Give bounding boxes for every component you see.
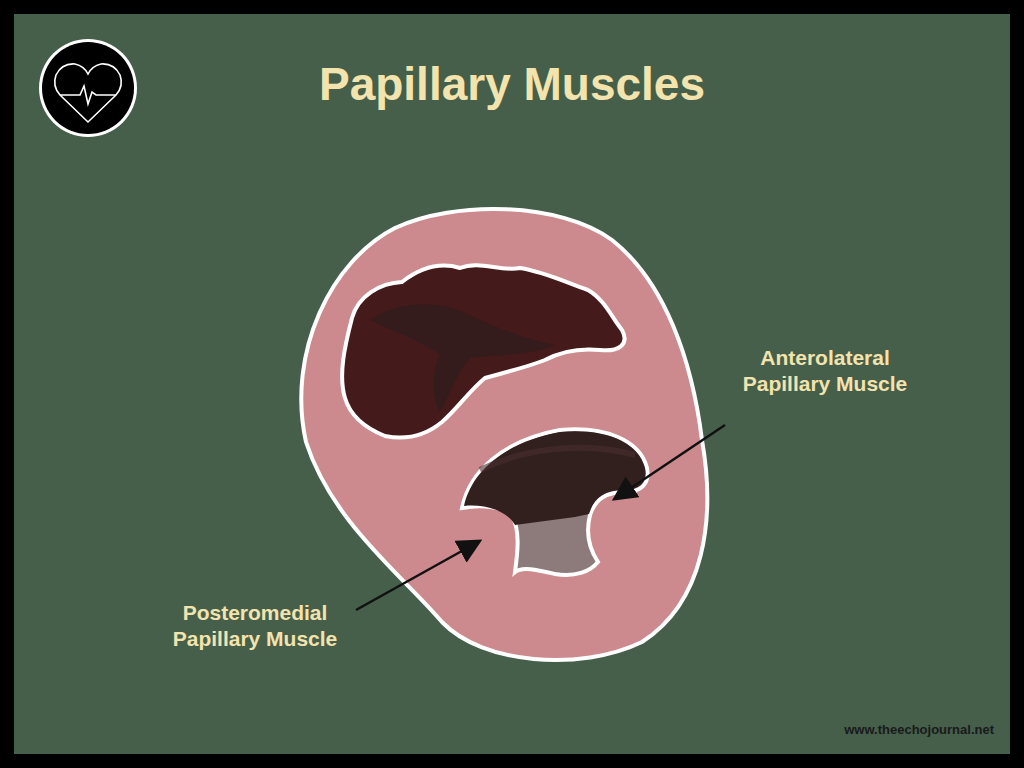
part-label: Posteromedial Papillary Muscle — [145, 600, 365, 652]
diagram-title: Papillary Muscles — [212, 56, 812, 112]
logo — [39, 39, 137, 137]
leader-arrow — [616, 425, 725, 498]
ventricle-cavity — [342, 265, 624, 437]
papillary-muscle-base — [462, 429, 648, 575]
papillary-muscle-cap — [464, 431, 646, 525]
leader-arrow — [356, 542, 478, 610]
part-label: Anterolateral Papillary Muscle — [715, 345, 935, 397]
watermark: www.theechojournal.net — [844, 722, 994, 737]
ventricle-wall — [301, 209, 707, 660]
cap-shade — [480, 448, 635, 470]
cavity-shade — [370, 304, 555, 412]
